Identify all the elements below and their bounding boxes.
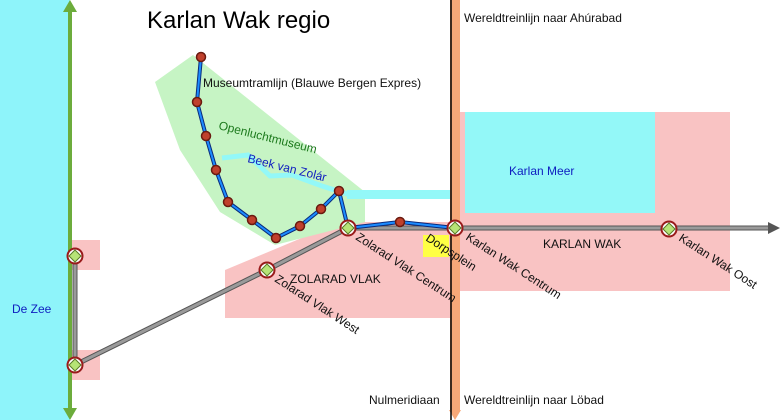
tram-stops: [191, 51, 406, 244]
karlan-lake: [465, 112, 655, 213]
tram-stop-icon[interactable]: [315, 203, 327, 215]
rail-line: [72, 222, 780, 370]
tram-stop-icon[interactable]: [210, 164, 222, 176]
meridian-label: Nulmeridiaan: [369, 393, 440, 407]
map-title: Karlan Wak regio: [147, 7, 330, 34]
station-marker-icon[interactable]: [258, 261, 276, 279]
station-marker-icon[interactable]: [66, 356, 84, 374]
district-label-karlan: KARLAN WAK: [543, 237, 621, 251]
tram-stop-icon[interactable]: [195, 51, 207, 63]
station-marker-icon[interactable]: [339, 219, 357, 237]
arrow-icon: [449, 410, 461, 420]
station-marker-icon[interactable]: [446, 219, 464, 237]
coastline: [63, 0, 77, 420]
tram-stop-icon[interactable]: [200, 130, 212, 142]
world-train-line: [449, 0, 461, 420]
sea-area: [0, 0, 70, 420]
world-line-south-label: Wereldtreinlijn naar Löbad: [464, 393, 604, 407]
tram-stop-icon[interactable]: [246, 214, 258, 226]
station-marker-icon[interactable]: [660, 220, 678, 238]
tram-stop-icon[interactable]: [394, 216, 406, 228]
arrow-icon: [63, 0, 77, 12]
urban-zone-zolarad: [225, 222, 455, 318]
district-label-zolarad: ZOLARAD VLAK: [290, 272, 381, 286]
tram-stop-icon[interactable]: [333, 185, 345, 197]
station-markers: [66, 219, 678, 374]
sea-label: De Zee: [12, 302, 52, 316]
world-line-north-label: Wereldtreinlijn naar Ahúrabad: [464, 11, 622, 25]
lake-label: Karlan Meer: [509, 164, 574, 178]
creek: [221, 152, 455, 199]
open-air-museum-park: [155, 55, 365, 245]
tram-stop-icon[interactable]: [222, 196, 234, 208]
tram-stop-icon[interactable]: [294, 220, 306, 232]
tram-stop-icon[interactable]: [191, 96, 203, 108]
arrow-icon: [768, 222, 780, 234]
arrow-icon: [63, 408, 77, 420]
tram-line-label: Museumtramlijn (Blauwe Bergen Expres): [203, 76, 421, 90]
station-marker-icon[interactable]: [66, 247, 84, 265]
village-square-highlight: [423, 235, 449, 257]
tram-stop-icon[interactable]: [270, 232, 282, 244]
